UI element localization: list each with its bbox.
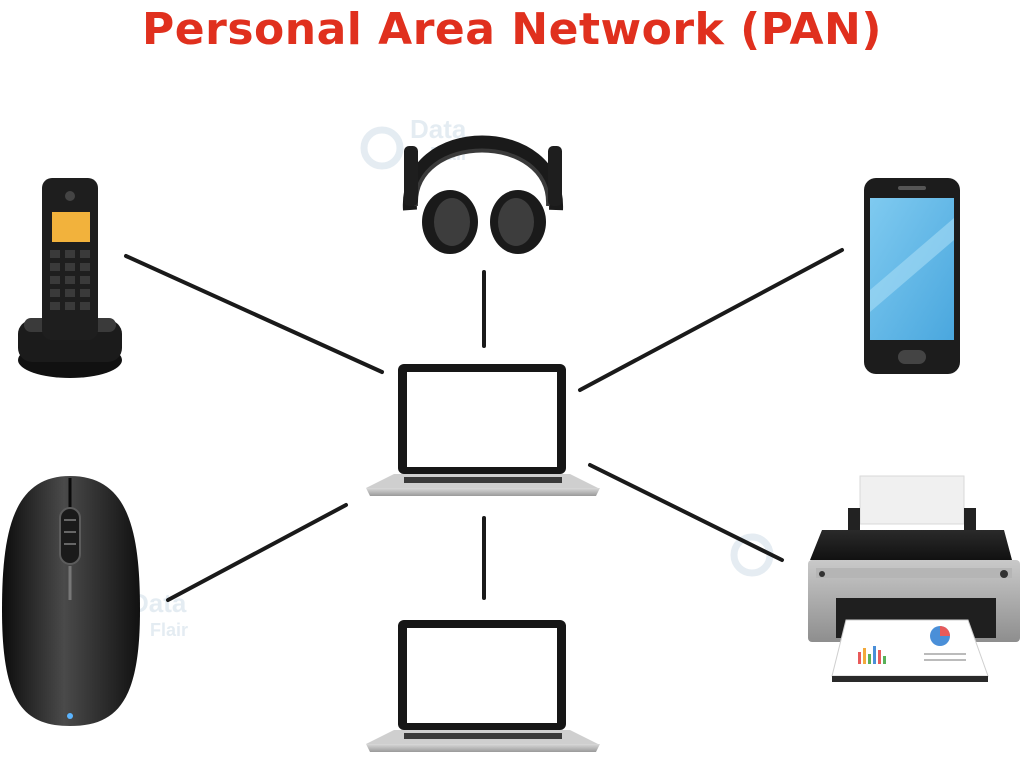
- printer-icon: [808, 475, 1020, 682]
- laptop-icon: [366, 620, 600, 752]
- link-printer: [588, 463, 784, 562]
- link-phone: [124, 254, 384, 374]
- headphones-icon: [402, 135, 564, 254]
- diagram-title: Personal Area Network (PAN): [142, 4, 882, 55]
- smartphone-icon: [864, 178, 960, 374]
- mouse-icon: [2, 476, 140, 726]
- link-smartphone: [578, 248, 844, 392]
- laptop-hub-icon: [366, 364, 600, 496]
- watermark-right: [730, 533, 774, 577]
- cordless-phone-icon: [18, 178, 122, 378]
- link-mouse: [166, 503, 348, 602]
- watermark-line2: Flair: [150, 620, 188, 640]
- connection-lines: [124, 248, 844, 602]
